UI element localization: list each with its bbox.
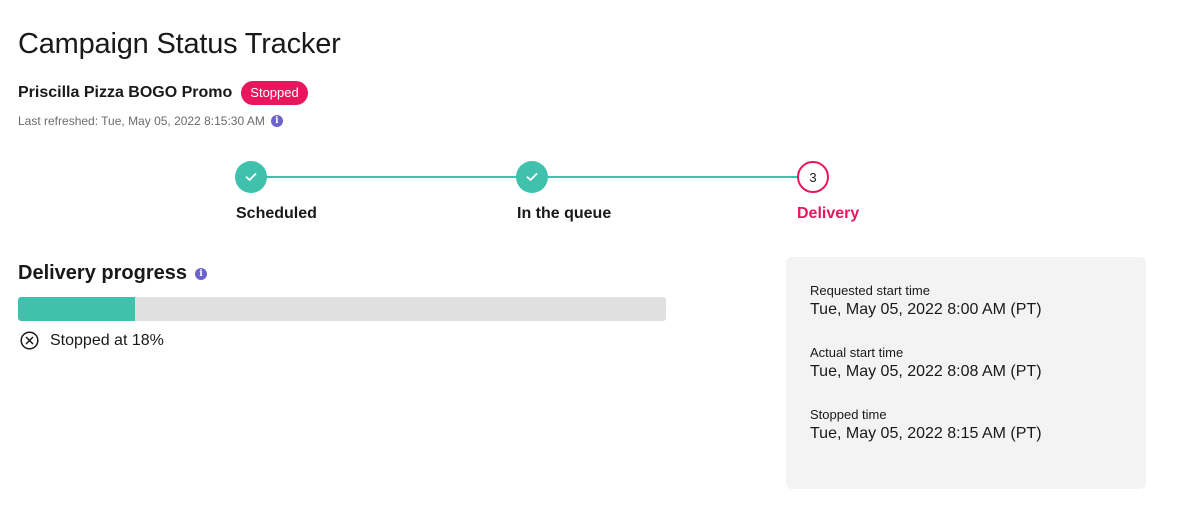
status-badge: Stopped [241,81,308,105]
delivery-progress-title: Delivery progress [18,262,187,284]
check-icon [526,173,538,181]
campaign-name: Priscilla Pizza BOGO Promo [18,84,233,101]
progress-bar [18,297,666,321]
info-icon[interactable]: i [270,115,283,127]
actual-start-label: Actual start time [810,345,904,360]
x-circle-icon [20,331,39,350]
page-title: Campaign Status Tracker [18,28,341,60]
step-connector [266,176,518,178]
timing-card: Requested start time Tue, May 05, 2022 8… [786,257,1146,489]
last-refreshed: Last refreshed: Tue, May 05, 2022 8:15:3… [18,114,283,128]
step-delivery-circle: 3 [797,161,829,193]
stopped-time-block: Stopped time Tue, May 05, 2022 8:15 AM (… [810,407,1122,443]
actual-start-value: Tue, May 05, 2022 8:08 AM (PT) [810,363,1042,380]
stopped-time-value: Tue, May 05, 2022 8:15 AM (PT) [810,425,1042,442]
requested-start-block: Requested start time Tue, May 05, 2022 8… [810,283,1122,319]
campaign-header: Priscilla Pizza BOGO Promo Stopped [18,81,308,105]
step-connector [548,176,800,178]
progress-status-text: Stopped at 18% [50,331,164,349]
info-icon[interactable]: i [194,267,207,280]
actual-start-block: Actual start time Tue, May 05, 2022 8:08… [810,345,1122,381]
step-queue-label: In the queue [517,205,612,222]
stopped-time-label: Stopped time [810,407,887,422]
delivery-progress-header: Delivery progress i [18,262,207,285]
step-queue-circle [516,161,548,193]
step-scheduled-circle [235,161,267,193]
step-number: 3 [809,169,817,185]
requested-start-value: Tue, May 05, 2022 8:00 AM (PT) [810,301,1042,318]
step-scheduled-label: Scheduled [236,205,317,222]
step-delivery-label: Delivery [797,205,860,222]
progress-bar-fill [18,297,135,321]
check-icon [245,173,257,181]
requested-start-label: Requested start time [810,283,930,298]
last-refreshed-text: Last refreshed: Tue, May 05, 2022 8:15:3… [18,114,265,128]
progress-status: Stopped at 18% [20,331,164,350]
status-stepper: 3 Scheduled In the queue Delivery [0,0,1177,230]
